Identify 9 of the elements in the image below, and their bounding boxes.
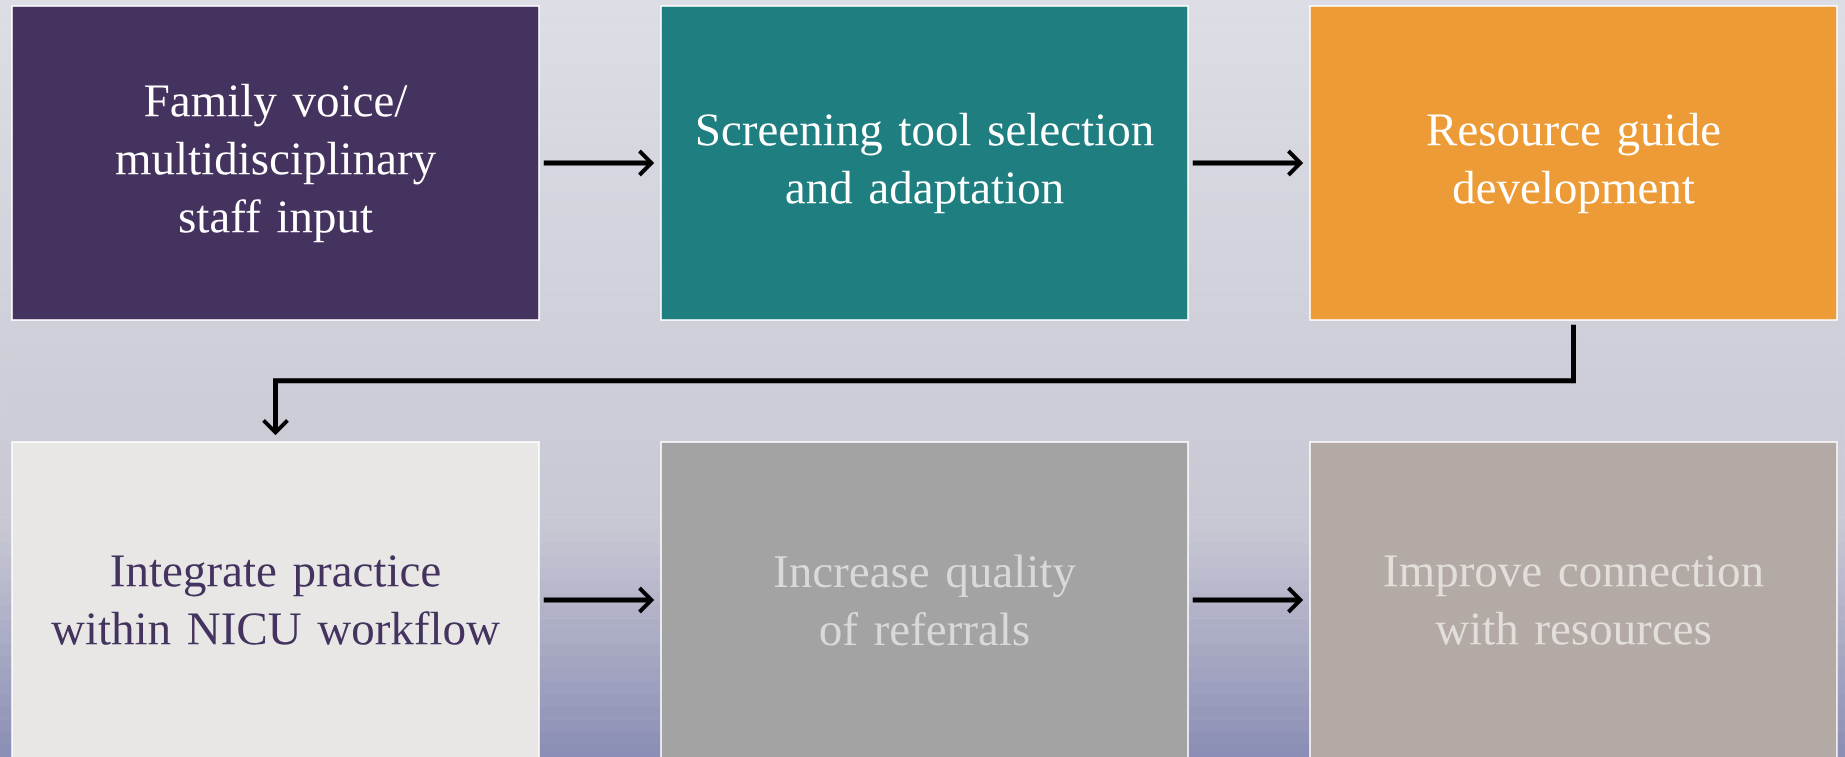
arrow [543, 586, 655, 614]
arrow [543, 149, 655, 177]
arrow [1192, 586, 1304, 614]
process-box: Resource guide development [1309, 5, 1838, 321]
process-box: Family voice/ multidisciplinary staff input [11, 5, 540, 321]
process-box: Screening tool selection and adaptation [660, 5, 1189, 321]
arrow [1192, 149, 1304, 177]
process-box: Integrate practice within NICU workflow [11, 441, 540, 757]
arrow [262, 324, 1576, 436]
